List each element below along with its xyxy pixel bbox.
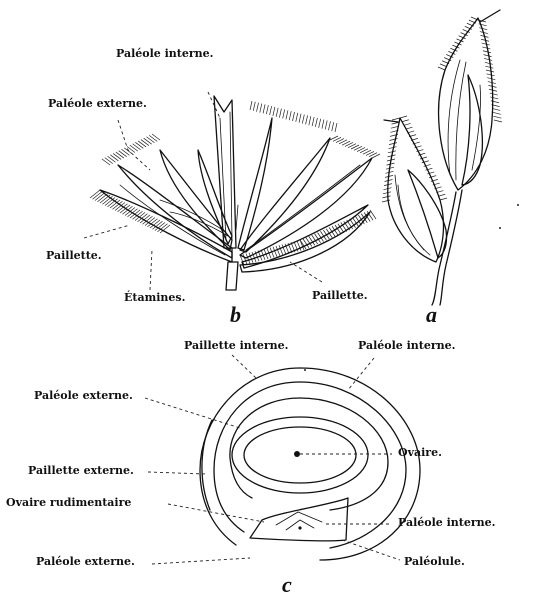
label-paleole-interne-bottom-c: Paléole interne.: [398, 517, 496, 529]
label-paleole-externe-bottom-c: Paléole externe.: [36, 556, 135, 568]
label-paillette-left-b: Paillette.: [46, 250, 102, 262]
figure-letter-c: c: [282, 574, 292, 596]
label-paleole-interne-b: Paléole interne.: [116, 48, 214, 60]
label-paleolule-c: Paléolule.: [404, 556, 465, 568]
label-paleole-interne-top-c: Paléole interne.: [358, 340, 456, 352]
spikelet-open-figure-b: [90, 96, 380, 290]
label-paillette-interne-c: Paillette interne.: [184, 340, 289, 352]
spikelet-closed-figure-a: [382, 10, 502, 305]
label-ovaire-rudimentaire-c: Ovaire rudimentaire: [6, 497, 131, 509]
floral-diagram-figure-c: [200, 368, 420, 560]
figure-letter-b: b: [230, 304, 241, 326]
leader-lines: [84, 92, 400, 564]
label-etamines-b: Étamines.: [124, 292, 185, 304]
label-paillette-externe-c: Paillette externe.: [28, 465, 134, 477]
figure-letter-a: a: [426, 304, 437, 326]
label-paleole-externe-top-c: Paléole externe.: [34, 390, 133, 402]
label-ovaire-c: Ovaire.: [398, 447, 442, 459]
label-paleole-externe-b: Paléole externe.: [48, 98, 147, 110]
label-paillette-right-b: Paillette.: [312, 290, 368, 302]
